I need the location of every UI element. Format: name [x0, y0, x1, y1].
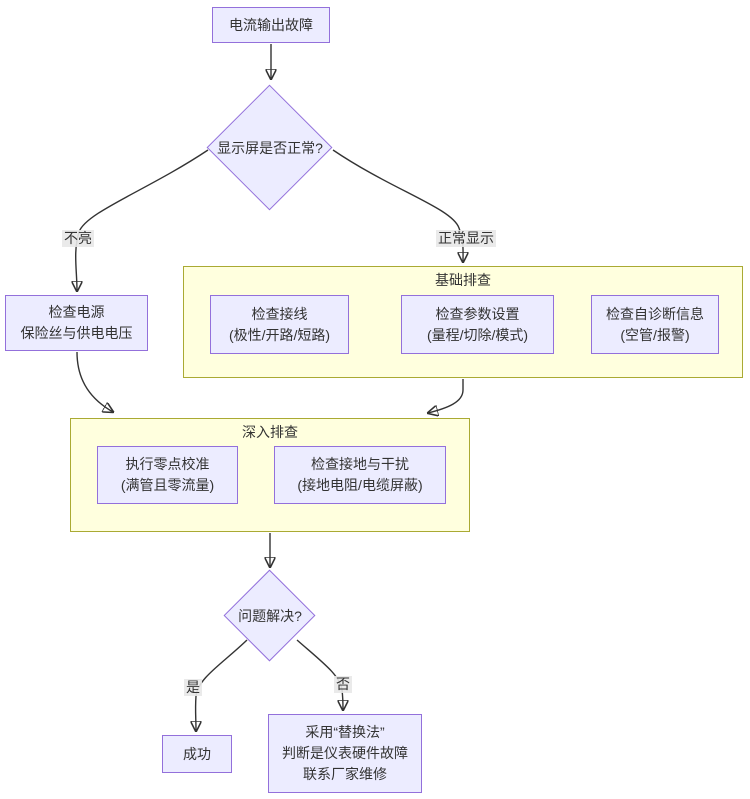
- node-zero-cal-line1: 执行零点校准: [125, 456, 210, 472]
- node-solved-check: 问题解决?: [223, 569, 317, 662]
- node-replace-line1: 采用“替换法”: [305, 724, 385, 740]
- node-grounding: 检查接地与干扰 (接地电阻/电缆屏蔽): [274, 446, 446, 504]
- node-zero-cal: 执行零点校准 (满管且零流量): [97, 446, 238, 504]
- cluster-deep-title: 深入排查: [242, 424, 298, 440]
- edge-label-normal-display: 正常显示: [436, 230, 496, 247]
- cluster-basic-title: 基础排查: [435, 272, 491, 288]
- node-params: 检查参数设置 (量程/切除/模式): [401, 295, 554, 354]
- cluster-deep: 深入排查 执行零点校准 (满管且零流量) 检查接地与干扰 (接地电阻/电缆屏蔽): [70, 418, 470, 532]
- node-display-check: 显示屏是否正常?: [206, 84, 333, 212]
- node-params-line1: 检查参数设置: [435, 305, 520, 322]
- node-replace-line2: 判断是仪表硬件故障: [282, 745, 408, 761]
- node-replace-line3: 联系厂家维修: [303, 766, 387, 782]
- node-zero-cal-line2: (满管且零流量): [120, 477, 215, 493]
- node-params-line2: (量程/切除/模式): [426, 326, 529, 343]
- node-start: 电流输出故障: [212, 7, 330, 43]
- node-display-check-label: 显示屏是否正常?: [217, 140, 323, 156]
- node-wiring: 检查接线 (极性/开路/短路): [210, 295, 349, 354]
- node-power-line1: 检查电源: [48, 304, 105, 320]
- node-solved-check-label: 问题解决?: [238, 608, 302, 624]
- node-success-label: 成功: [183, 745, 211, 762]
- node-start-label: 电流输出故障: [229, 16, 313, 33]
- edge-label-not-lit: 不亮: [62, 230, 94, 247]
- node-power-line2: 保险丝与供电电压: [20, 325, 133, 341]
- edge-basic-to-deep: [428, 379, 464, 413]
- node-grounding-line2: (接地电阻/电缆屏蔽): [297, 477, 423, 493]
- node-diagnostics-line2: (空管/报警): [620, 326, 690, 343]
- edge-label-no: 否: [334, 676, 352, 693]
- edge-label-yes: 是: [184, 679, 202, 696]
- node-wiring-line2: (极性/开路/短路): [228, 326, 331, 343]
- node-wiring-line1: 检查接线: [251, 305, 308, 322]
- edge-power-to-deep: [76, 351, 113, 412]
- node-replace: 采用“替换法” 判断是仪表硬件故障 联系厂家维修: [268, 714, 422, 793]
- node-power: 检查电源 保险丝与供电电压: [5, 295, 148, 351]
- node-grounding-line1: 检查接地与干扰: [311, 456, 409, 472]
- node-success: 成功: [162, 735, 232, 773]
- cluster-basic: 基础排查 检查接线 (极性/开路/短路) 检查参数设置 (量程/切除/模式) 检…: [183, 266, 743, 378]
- node-diagnostics-line1: 检查自诊断信息: [606, 305, 704, 322]
- node-diagnostics: 检查自诊断信息 (空管/报警): [591, 295, 719, 354]
